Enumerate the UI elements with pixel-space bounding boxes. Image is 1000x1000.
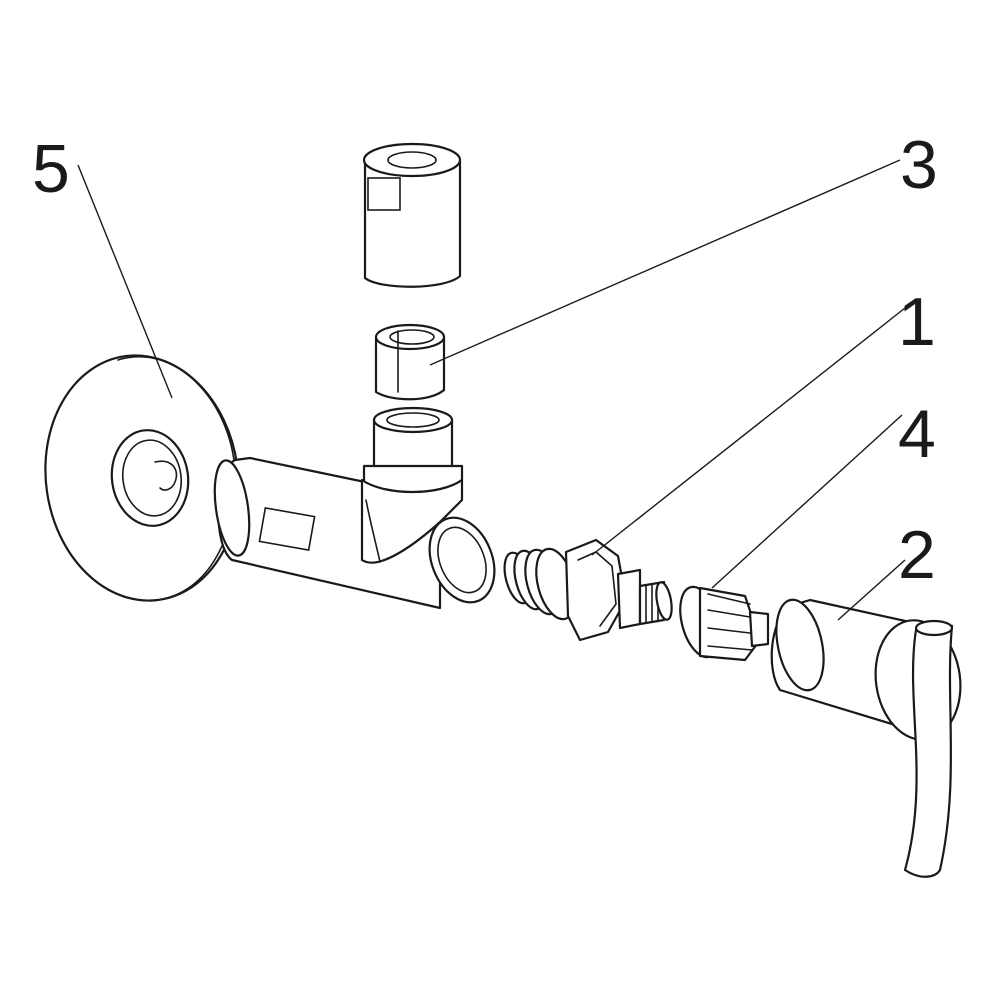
callout-2: 2 (898, 517, 936, 593)
leader-1 (591, 307, 906, 556)
part-5-rosette (44, 354, 240, 602)
part-4-adapter (679, 585, 770, 662)
part-2-handle (770, 598, 962, 878)
leader-4 (711, 414, 903, 589)
leader-2 (837, 559, 906, 621)
leader-lines (77, 159, 906, 621)
callout-3: 3 (900, 127, 938, 203)
valve-body (213, 406, 496, 610)
callouts: 5 3 1 4 2 (32, 127, 938, 593)
callout-4: 4 (898, 396, 936, 472)
callout-1: 1 (898, 284, 936, 360)
leader-3 (429, 159, 901, 366)
callout-5: 5 (32, 131, 70, 207)
top-cap (362, 142, 462, 288)
leader-5 (77, 164, 173, 399)
part-3-sleeve (374, 323, 446, 401)
part-1-cartridge (503, 538, 673, 642)
